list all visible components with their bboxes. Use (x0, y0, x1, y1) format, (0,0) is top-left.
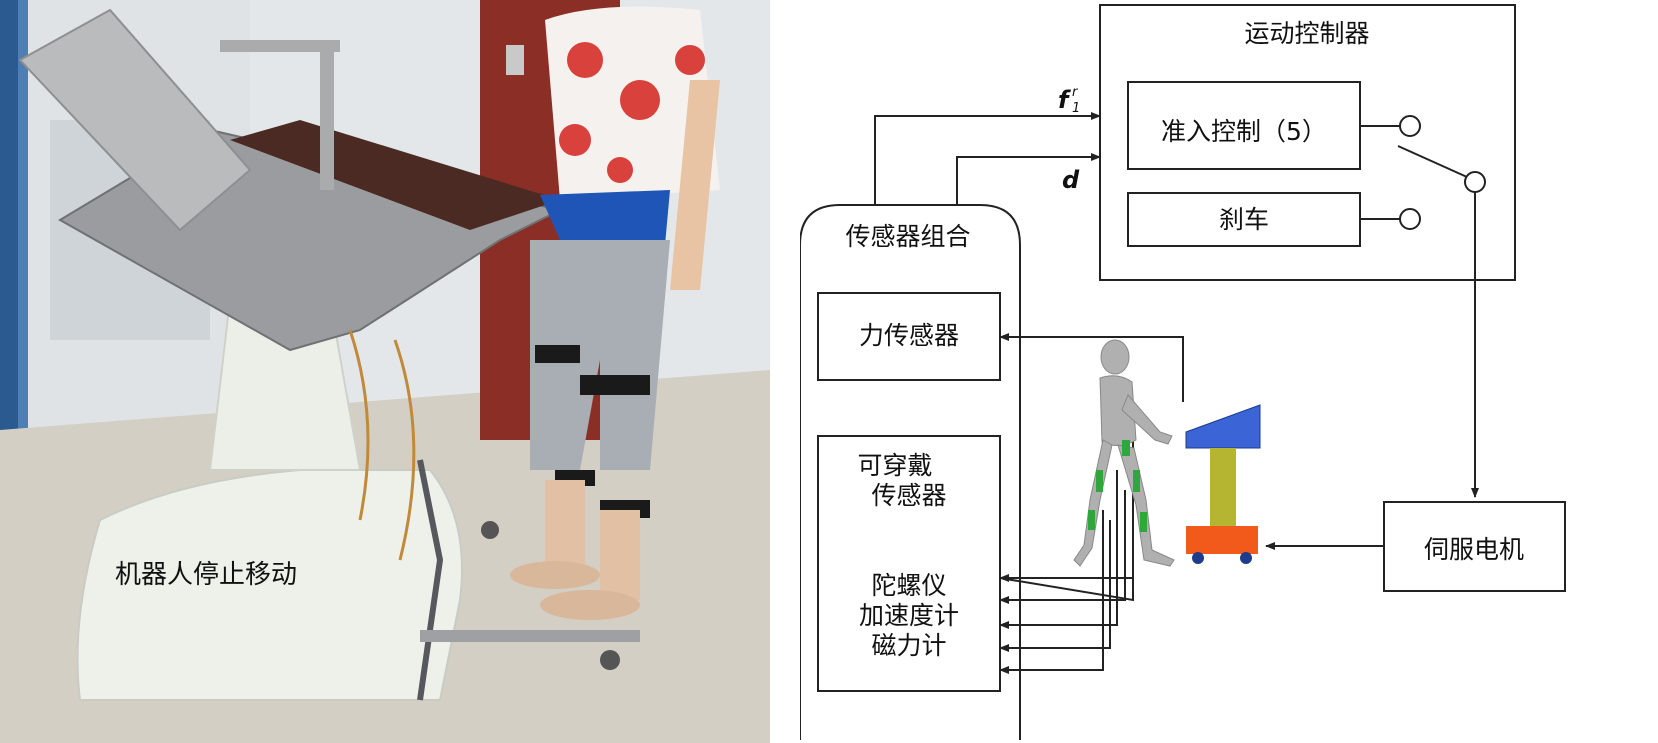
gyro-label: 陀螺仪 (871, 571, 946, 600)
switch-contact-brake (1400, 209, 1420, 229)
handle-rod (320, 50, 334, 190)
switch-blade (1398, 146, 1467, 177)
signal-f-superscript: r (1072, 85, 1079, 100)
signal-d-label: d (1062, 166, 1080, 194)
wearable-sensor-line1: 可穿戴 (857, 451, 932, 480)
wearable-sensor-icon (1122, 440, 1130, 456)
switch-contact-admission (1400, 116, 1420, 136)
photo-caption: 机器人停止移动 (115, 560, 297, 590)
wearable-sensor-line2: 传感器 (871, 481, 946, 510)
servo-motor-label: 伺服电机 (1424, 535, 1524, 564)
signal-f-label: f (1058, 86, 1071, 114)
sensor-group-title: 传感器组合 (845, 222, 970, 251)
brake-label: 刹车 (1219, 205, 1269, 234)
robot-photo: 机器人停止移动 (0, 0, 770, 743)
accelerometer-label: 加速度计 (859, 601, 959, 630)
signal-f-subscript: 1 (1072, 101, 1080, 116)
waist-belt (540, 190, 670, 245)
magnetometer-label: 磁力计 (871, 631, 946, 660)
walker-robot-icon (1186, 405, 1260, 564)
force-sensor-label: 力传感器 (859, 321, 959, 350)
control-diagram: 运动控制器 准入控制（5） 刹车 伺服电机 传感器组合 力传感器 可穿戴 传感器… (800, 0, 1658, 743)
switch-pivot (1465, 172, 1485, 192)
admission-control-label: 准入控制（5） (1161, 117, 1327, 146)
controller-title: 运动控制器 (1244, 19, 1369, 48)
